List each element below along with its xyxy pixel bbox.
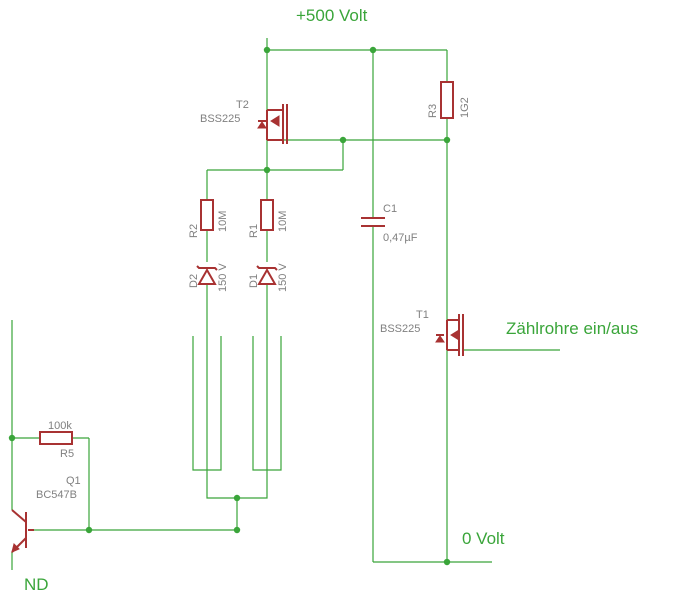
r1-name-label: R1 <box>248 224 260 238</box>
r1-resistor <box>260 199 274 231</box>
t2-value-label: BSS225 <box>200 113 240 125</box>
junction-dot <box>339 136 347 144</box>
junction-dot <box>369 46 377 54</box>
r1-value-label: 10M <box>277 211 289 232</box>
r3-resistor <box>440 81 454 119</box>
d2-value-label: 150 V <box>217 263 229 292</box>
supply-net-label: +500 Volt <box>296 6 368 25</box>
t1-value-label: BSS225 <box>380 323 420 335</box>
t2-name-label: T2 <box>236 99 249 111</box>
t1-mosfet <box>435 314 464 356</box>
d1-zener-diode <box>256 265 278 285</box>
d1-value-label: 150 V <box>277 263 289 292</box>
junction-dot <box>263 166 271 174</box>
junction-dot <box>443 558 451 566</box>
wires <box>11 38 560 570</box>
switch-net-label: Zählrohre ein/aus <box>506 319 638 338</box>
nd-net-label: ND <box>24 575 49 594</box>
junction-dot <box>8 434 16 442</box>
r3-name-label: R3 <box>427 104 439 118</box>
r2-name-label: R2 <box>188 224 200 238</box>
c1-capacitor <box>361 217 385 227</box>
r2-resistor <box>200 199 214 231</box>
junction-dot <box>443 136 451 144</box>
q1-name-label: Q1 <box>66 475 81 487</box>
c1-name-label: C1 <box>383 203 397 215</box>
q1-transistor <box>11 509 34 553</box>
r3-value-label: 1G2 <box>459 97 471 118</box>
junctions <box>8 46 451 566</box>
t1-name-label: T1 <box>416 309 429 321</box>
junction-dot <box>233 494 241 502</box>
d2-name-label: D2 <box>188 274 200 288</box>
junction-dot <box>233 526 241 534</box>
r5-value-label: 100k <box>48 420 72 432</box>
junction-dot <box>263 46 271 54</box>
c1-value-label: 0,47µF <box>383 232 418 244</box>
t2-mosfet <box>257 104 288 144</box>
junction-dot <box>85 526 93 534</box>
r5-resistor <box>39 431 73 445</box>
r5-name-label: R5 <box>60 448 74 460</box>
q1-value-label: BC547B <box>36 489 77 501</box>
d2-zener-diode <box>196 265 218 285</box>
ground-net-label: 0 Volt <box>462 529 505 548</box>
r2-value-label: 10M <box>217 211 229 232</box>
d1-name-label: D1 <box>248 274 260 288</box>
